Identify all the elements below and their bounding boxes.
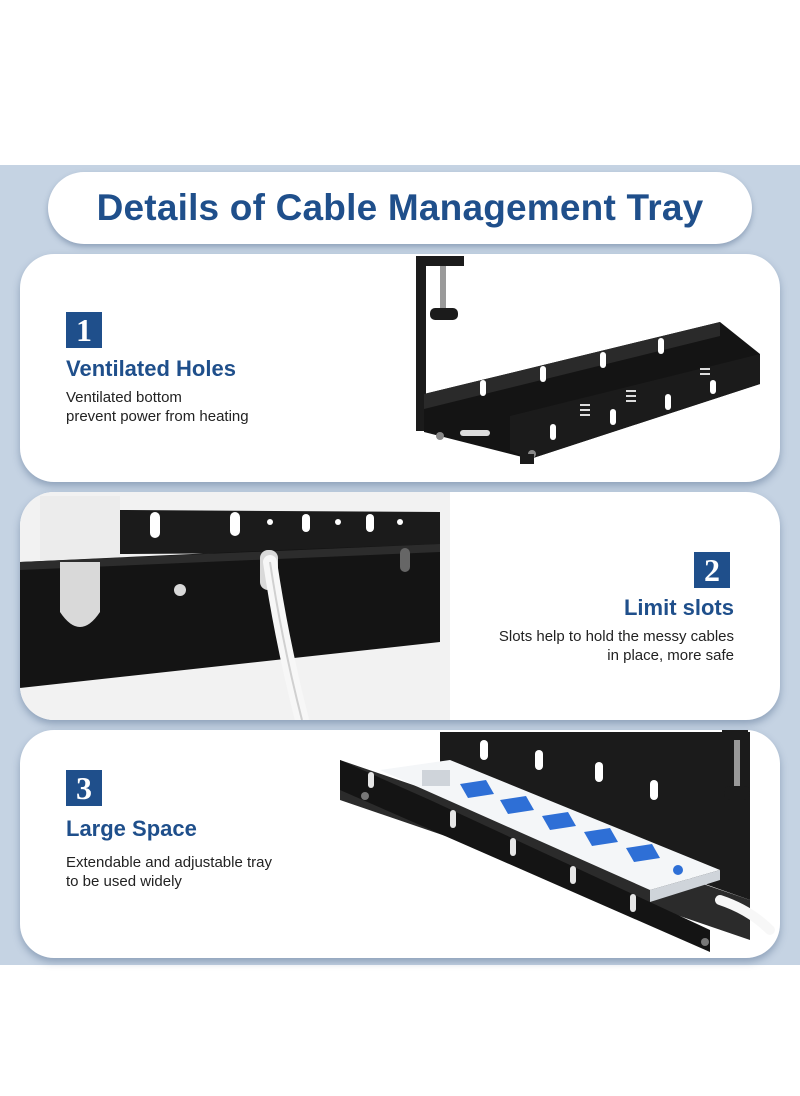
- feature-card-3: 3 Large Space Extendable and adjustable …: [20, 730, 780, 958]
- feature-number-badge: 1: [66, 312, 102, 348]
- feature-desc-line: Extendable and adjustable tray: [66, 854, 272, 871]
- feature-card-2: 2 Limit slots Slots help to hold the mes…: [20, 492, 780, 720]
- feature-title: Limit slots: [623, 595, 734, 620]
- feature-number-badge: 2: [694, 552, 730, 588]
- feature-desc-line: prevent power from heating: [66, 408, 249, 425]
- feature-title: Large Space: [66, 816, 197, 841]
- tray-with-clamp-photo: [416, 256, 760, 464]
- tray-slots-closeup-photo: [20, 492, 450, 720]
- feature-desc-line: Ventilated bottom: [66, 389, 182, 406]
- feature-title: Ventilated Holes: [66, 356, 236, 381]
- feature-desc-line: to be used widely: [66, 873, 182, 890]
- feature-card-1: 1 Ventilated Holes Ventilated bottom pre…: [20, 254, 780, 482]
- title-banner: Details of Cable Management Tray: [48, 172, 752, 244]
- feature-desc-line: in place, more safe: [607, 647, 734, 664]
- feature-number-badge: 3: [66, 770, 102, 806]
- page-title: Details of Cable Management Tray: [96, 187, 704, 228]
- feature-desc-line: Slots help to hold the messy cables: [498, 628, 734, 645]
- tray-with-power-strip-photo: [340, 730, 775, 952]
